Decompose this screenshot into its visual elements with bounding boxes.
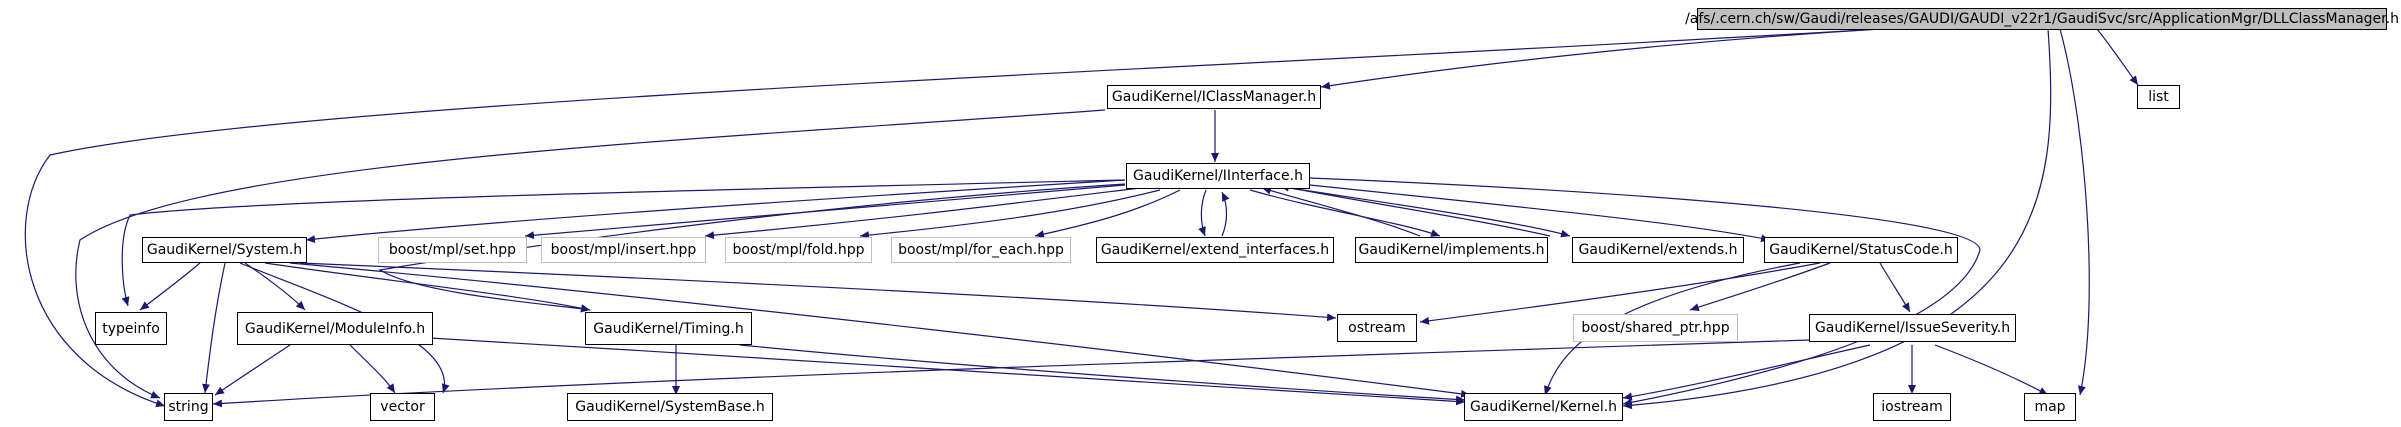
edge-iinterface-statuscode xyxy=(1309,184,1771,243)
edge-iinterface-extends xyxy=(1289,187,1571,238)
node-systembase[interactable]: GaudiKernel/SystemBase.h xyxy=(567,393,773,421)
node-boost-mpl-set: boost/mpl/set.hpp xyxy=(378,237,527,263)
node-iinterface[interactable]: GaudiKernel/IInterface.h xyxy=(1126,163,1310,189)
edge-root-map xyxy=(2059,28,2090,396)
node-implements[interactable]: GaudiKernel/implements.h xyxy=(1355,237,1548,263)
node-map: map xyxy=(2024,393,2076,421)
node-string: string xyxy=(164,393,213,421)
edge-root-list xyxy=(2096,28,2139,86)
node-statuscode[interactable]: GaudiKernel/StatusCode.h xyxy=(1764,237,1958,263)
edge-extendif-iinterface xyxy=(1221,191,1230,237)
edge-system-kernel xyxy=(289,262,1471,398)
node-extend-interfaces[interactable]: GaudiKernel/extend_interfaces.h xyxy=(1096,237,1334,263)
edge-extends-iinterface xyxy=(1279,183,1551,237)
edge-moduleinfo-kernel xyxy=(429,337,1466,406)
node-list: list xyxy=(2137,85,2180,109)
node-iclassmanager[interactable]: GaudiKernel/IClassManager.h xyxy=(1107,85,1321,109)
node-extends[interactable]: GaudiKernel/extends.h xyxy=(1572,237,1744,263)
edge-iinterface-foreach xyxy=(1034,189,1181,239)
edge-root-string xyxy=(24,28,1881,408)
edge-issueseverity-kernel xyxy=(1622,344,1871,401)
node-moduleinfo[interactable]: GaudiKernel/ModuleInfo.h xyxy=(237,312,433,345)
edge-issueseverity-map xyxy=(1934,344,2049,396)
node-vector: vector xyxy=(370,393,435,421)
edge-iinterface-insert xyxy=(704,187,1141,240)
node-boost-shared-ptr: boost/shared_ptr.hpp xyxy=(1573,314,1738,342)
node-issueseverity[interactable]: GaudiKernel/IssueSeverity.h xyxy=(1809,314,2016,342)
edge-statuscode-sharedptr xyxy=(1689,262,1831,311)
edge-moduleinfo-vector xyxy=(349,344,396,394)
edge-iclassmanager-string xyxy=(75,109,1106,399)
edge-system-ostream xyxy=(299,262,1337,322)
edge-system-typeinfo xyxy=(139,262,201,311)
node-iostream: iostream xyxy=(1873,393,1951,421)
edge-statuscode-ostream xyxy=(1419,262,1821,325)
node-boost-mpl-insert: boost/mpl/insert.hpp xyxy=(541,237,706,263)
node-system[interactable]: GaudiKernel/System.h xyxy=(142,237,307,263)
node-timing[interactable]: GaudiKernel/Timing.h xyxy=(585,312,752,345)
node-ostream: ostream xyxy=(1337,314,1417,342)
edge-iinterface-extendif xyxy=(1198,189,1207,237)
edge-root-iclassmanager xyxy=(1320,28,1881,90)
edge-timing-kernel xyxy=(739,344,1466,404)
edge-iinterface-system xyxy=(305,179,1126,244)
edge-statuscode-issueseverity xyxy=(1879,262,1911,313)
edge-system-moduleinfo xyxy=(244,262,306,311)
edge-moduleinfo-string xyxy=(214,344,291,396)
edge-system-string xyxy=(202,262,226,394)
edge-root-kernel xyxy=(1622,28,2052,410)
node-boost-mpl-fold: boost/mpl/fold.hpp xyxy=(725,237,872,263)
edge-implements-iinterface xyxy=(1261,186,1421,237)
node-typeinfo: typeinfo xyxy=(95,312,167,345)
node-boost-mpl-for-each: boost/mpl/for_each.hpp xyxy=(891,237,1071,263)
node-kernel[interactable]: GaudiKernel/Kernel.h xyxy=(1464,393,1623,421)
edge-iinterface-typeinfo xyxy=(121,179,1126,307)
node-dllclassmanager: /afs/.cern.ch/sw/Gaudi/releases/GAUDI/GA… xyxy=(1685,8,2399,30)
edge-iinterface-fold xyxy=(859,189,1161,240)
edge-system-timing xyxy=(264,262,591,313)
